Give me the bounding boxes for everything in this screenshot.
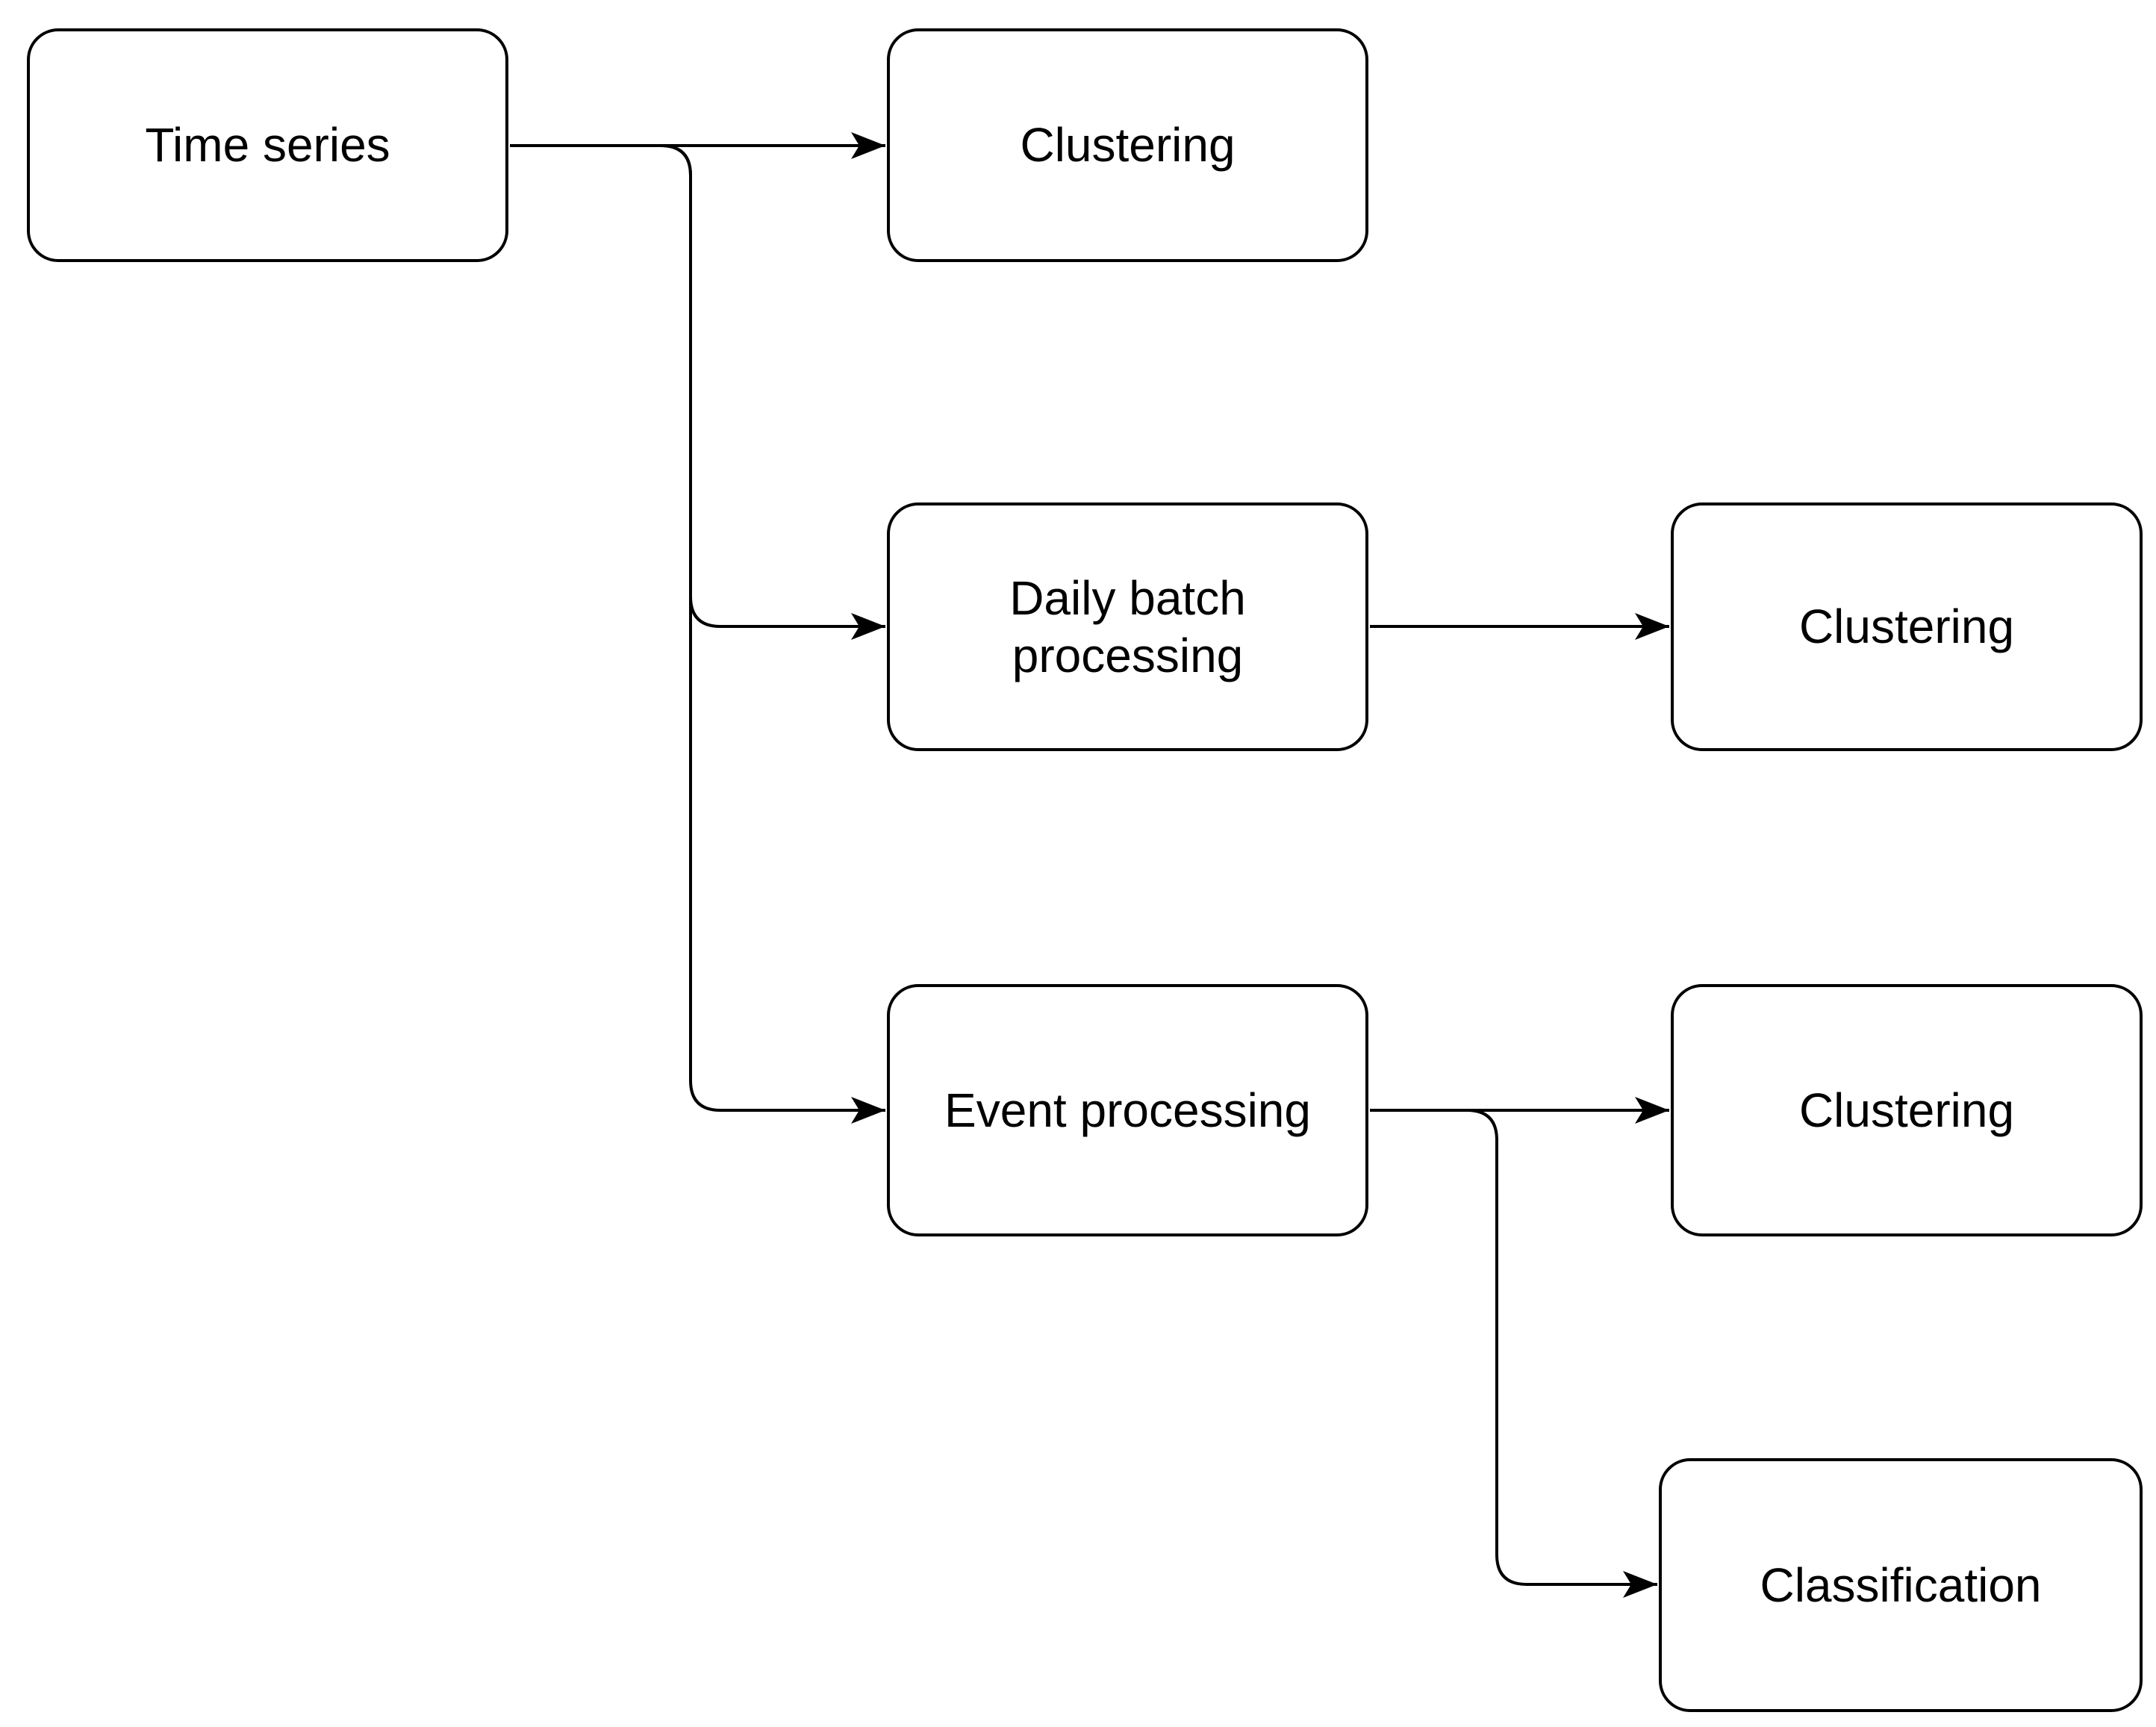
node-label: Classification [1760,1558,2042,1612]
node-label: Clustering [1798,1083,2015,1137]
node-label: Daily batch processing [1009,570,1246,682]
edge-event-processing-to-classification [1370,1109,1657,1598]
node-event-processing: Event processing [887,984,1368,1236]
edge-time-series-to-daily-batch [510,144,885,640]
node-label: Time series [145,118,390,172]
node-label: Clustering [1020,118,1236,172]
node-classification: Classification [1659,1458,2143,1712]
node-clustering-bottom: Clustering [1671,984,2143,1236]
node-label: Event processing [944,1083,1311,1137]
node-daily-batch-processing: Daily batch processing [887,502,1368,751]
node-label: Clustering [1798,600,2015,654]
node-time-series: Time series [27,28,508,262]
node-clustering-top: Clustering [887,28,1368,262]
node-clustering-middle: Clustering [1671,502,2143,751]
edge-time-series-to-event-processing [510,144,885,1124]
